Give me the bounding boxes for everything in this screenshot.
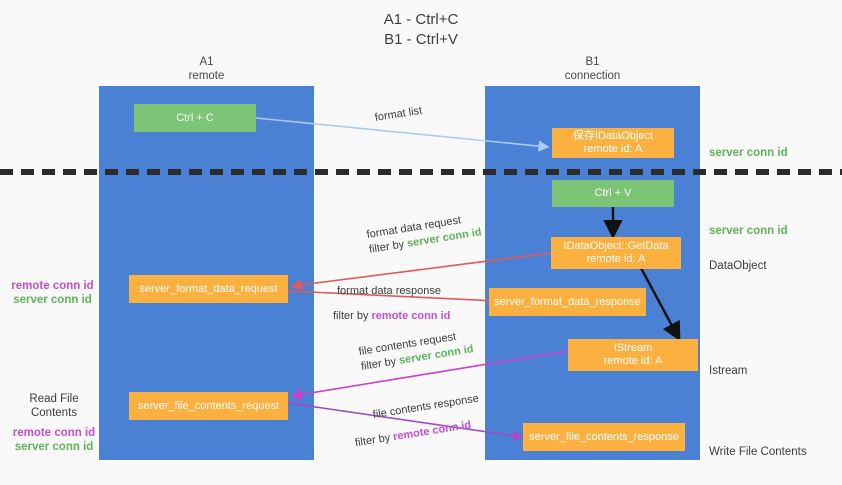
node-save-idataobject-line2: remote id: A [583,143,643,155]
column-header-b1: B1 connection [564,56,621,82]
annotation-text: Istream [709,365,748,377]
node-istream-line1: IStream [613,342,653,354]
node-save-idataobject[interactable]: 保存IDataObject remote id: A [552,128,674,158]
page-title: A1 - Ctrl+C B1 - Ctrl+V [383,11,459,48]
node-istream[interactable]: IStream remote id: A [568,339,698,371]
annotation-format-conn-ids: remote conn id server conn id [10,279,95,307]
arrow-getdata-to-istream [639,267,681,342]
annotation-dataobject: DataObject [709,245,767,273]
node-idataobject-getdata-line2: remote id: A [586,253,646,265]
node-ctrl-c-label: Ctrl + C [176,111,214,124]
annotation-server-conn-id: server conn id [13,294,92,306]
annotation-write-file-contents: Write File Contents [709,431,807,459]
node-server-file-contents-request-label: server_file_contents_request [137,399,280,412]
node-server-format-data-response-label: server_format_data_response [494,295,641,308]
node-server-format-data-request[interactable]: server_format_data_request [129,275,288,303]
edge-label-format-data-response-line2: filter by remote conn id [333,309,450,324]
annotation-text: Write File Contents [709,446,807,458]
arrow-format-data-request [290,252,552,291]
annotation-text: server conn id [709,147,788,159]
node-server-file-contents-response[interactable]: server_file_contents_response [523,423,685,451]
filter-value-remote-conn-id: remote conn id [371,310,451,322]
node-istream-line2: remote id: A [603,355,663,367]
node-server-file-contents-request[interactable]: server_file_contents_request [129,392,288,420]
annotation-remote-conn-id: remote conn id [11,280,94,292]
annotation-read-file-contents-block: Read File Contents remote conn id server… [8,392,100,454]
annotation-text: DataObject [709,260,767,272]
arrow-file-contents-request [290,350,569,400]
annotation-server-conn-id-second: server conn id [709,210,788,238]
node-server-format-data-response[interactable]: server_format_data_response [489,288,646,316]
node-server-file-contents-response-label: server_file_contents_response [529,430,679,443]
arrow-file-contents-response [287,402,524,442]
annotation-read-file-contents-heading: Read File Contents [29,393,79,419]
node-ctrl-v[interactable]: Ctrl + V [552,180,674,207]
node-ctrl-c[interactable]: Ctrl + C [134,104,256,132]
node-save-idataobject-line1: 保存IDataObject [572,130,654,142]
node-server-format-data-request-label: server_format_data_request [139,282,278,295]
annotation-istream: Istream [709,350,747,378]
node-idataobject-getdata[interactable]: IDataObject::GetData remote id: A [551,237,681,269]
annotation-server-conn-id-top: server conn id [709,132,788,160]
edge-label-format-data-response: format data response filter by remote co… [333,284,450,324]
annotation-server-conn-id: server conn id [14,441,94,453]
node-idataobject-getdata-line1: IDataObject::GetData [563,240,669,252]
annotation-text: server conn id [709,225,788,237]
edge-label-format-data-response-line1: format data response [337,285,441,297]
filter-by-prefix: filter by [333,310,372,322]
node-ctrl-v-label: Ctrl + V [594,187,632,199]
annotation-remote-conn-id: remote conn id [12,427,96,439]
arrow-format-list [255,117,550,152]
phase-divider-dashed-line [0,169,842,175]
column-header-a1: A1 remote [188,56,225,82]
